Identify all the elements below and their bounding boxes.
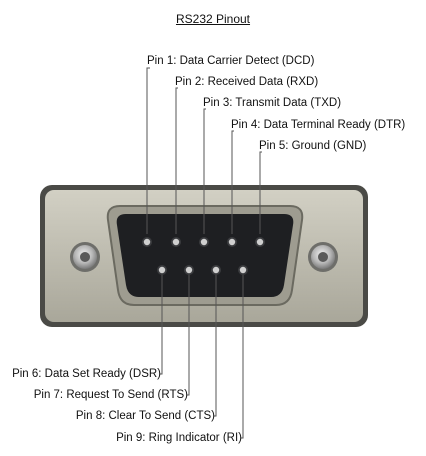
pin-4-label: Pin 4: Data Terminal Ready (DTR) <box>231 119 406 131</box>
pin-3-socket <box>199 237 209 247</box>
pin-8-label: Pin 8: Clear To Send (CTS) <box>75 410 215 422</box>
leader-line-pin-2 <box>175 87 178 234</box>
pin-6-label: Pin 6: Data Set Ready (DSR) <box>12 368 161 380</box>
pin-3-label: Pin 3: Transmit Data (TXD) <box>203 97 342 109</box>
pin-2-label: Pin 2: Received Data (RXD) <box>175 76 319 88</box>
screw-left-icon <box>70 242 100 272</box>
leader-line-pin-8 <box>214 270 217 417</box>
pin-1-label: Pin 1: Data Carrier Detect (DCD) <box>147 55 315 67</box>
leader-line-pin-1 <box>146 67 150 234</box>
leader-line-pin-9 <box>241 270 244 439</box>
screw-right-icon <box>308 242 338 272</box>
diagram-title: RS232 Pinout <box>175 12 251 26</box>
d-shell-cavity <box>116 214 294 297</box>
pin-5-label: Pin 5: Ground (GND) <box>259 140 367 152</box>
pin-5-socket <box>255 237 265 247</box>
pin-2-socket <box>171 237 181 247</box>
leader-line-pin-5 <box>259 151 262 234</box>
pin-6-socket <box>157 265 167 275</box>
pin-8-socket <box>211 265 221 275</box>
pin-9-label: Pin 9: Ring Indicator (RI) <box>116 432 242 444</box>
leader-line-pin-3 <box>203 108 206 234</box>
leader-line-pin-6 <box>160 270 163 375</box>
pin-4-socket <box>227 237 237 247</box>
pin-7-label: Pin 7: Request To Send (RTS) <box>33 389 188 401</box>
pin-1-socket <box>142 237 152 247</box>
pin-9-socket <box>238 265 248 275</box>
leader-line-pin-4 <box>231 130 234 234</box>
leader-line-pin-7 <box>187 270 190 396</box>
pin-7-socket <box>184 265 194 275</box>
